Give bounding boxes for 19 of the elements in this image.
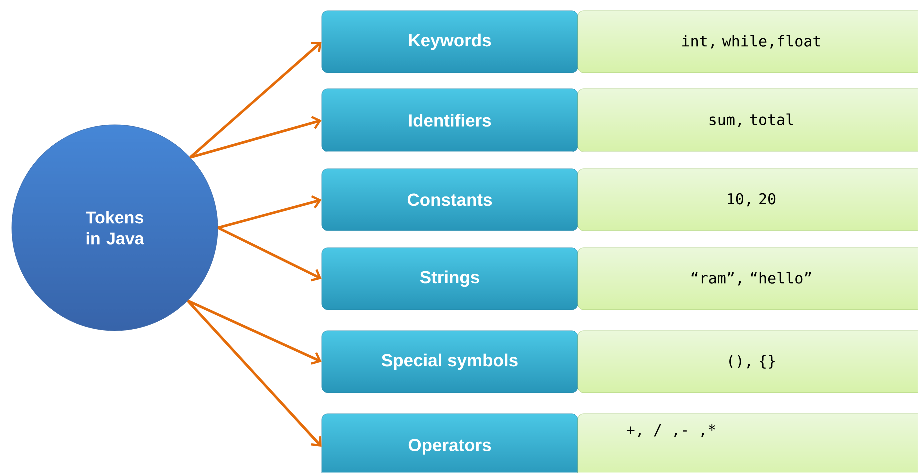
category-box: Constants — [322, 168, 578, 232]
category-box: Identifiers — [322, 88, 578, 152]
category-box: Strings — [322, 248, 578, 310]
arrow — [218, 195, 322, 230]
example-box: 10, 20 — [578, 168, 918, 232]
example-box: sum, total — [578, 88, 918, 152]
example-box: (), {} — [578, 330, 918, 394]
arrow — [187, 300, 322, 447]
circle-node: Tokens in Java — [12, 124, 218, 332]
arrow — [190, 42, 322, 159]
arrow — [218, 226, 322, 282]
category-box: Special symbols — [322, 330, 578, 394]
example-box: “ram”, “hello” — [578, 248, 918, 310]
arrow — [190, 116, 322, 159]
arrow — [187, 300, 322, 365]
example-box: +, / ,- ,* — [578, 414, 918, 473]
category-box: Operators — [322, 414, 578, 473]
example-box: int, while,float — [578, 10, 918, 74]
category-box: Keywords — [322, 10, 578, 74]
